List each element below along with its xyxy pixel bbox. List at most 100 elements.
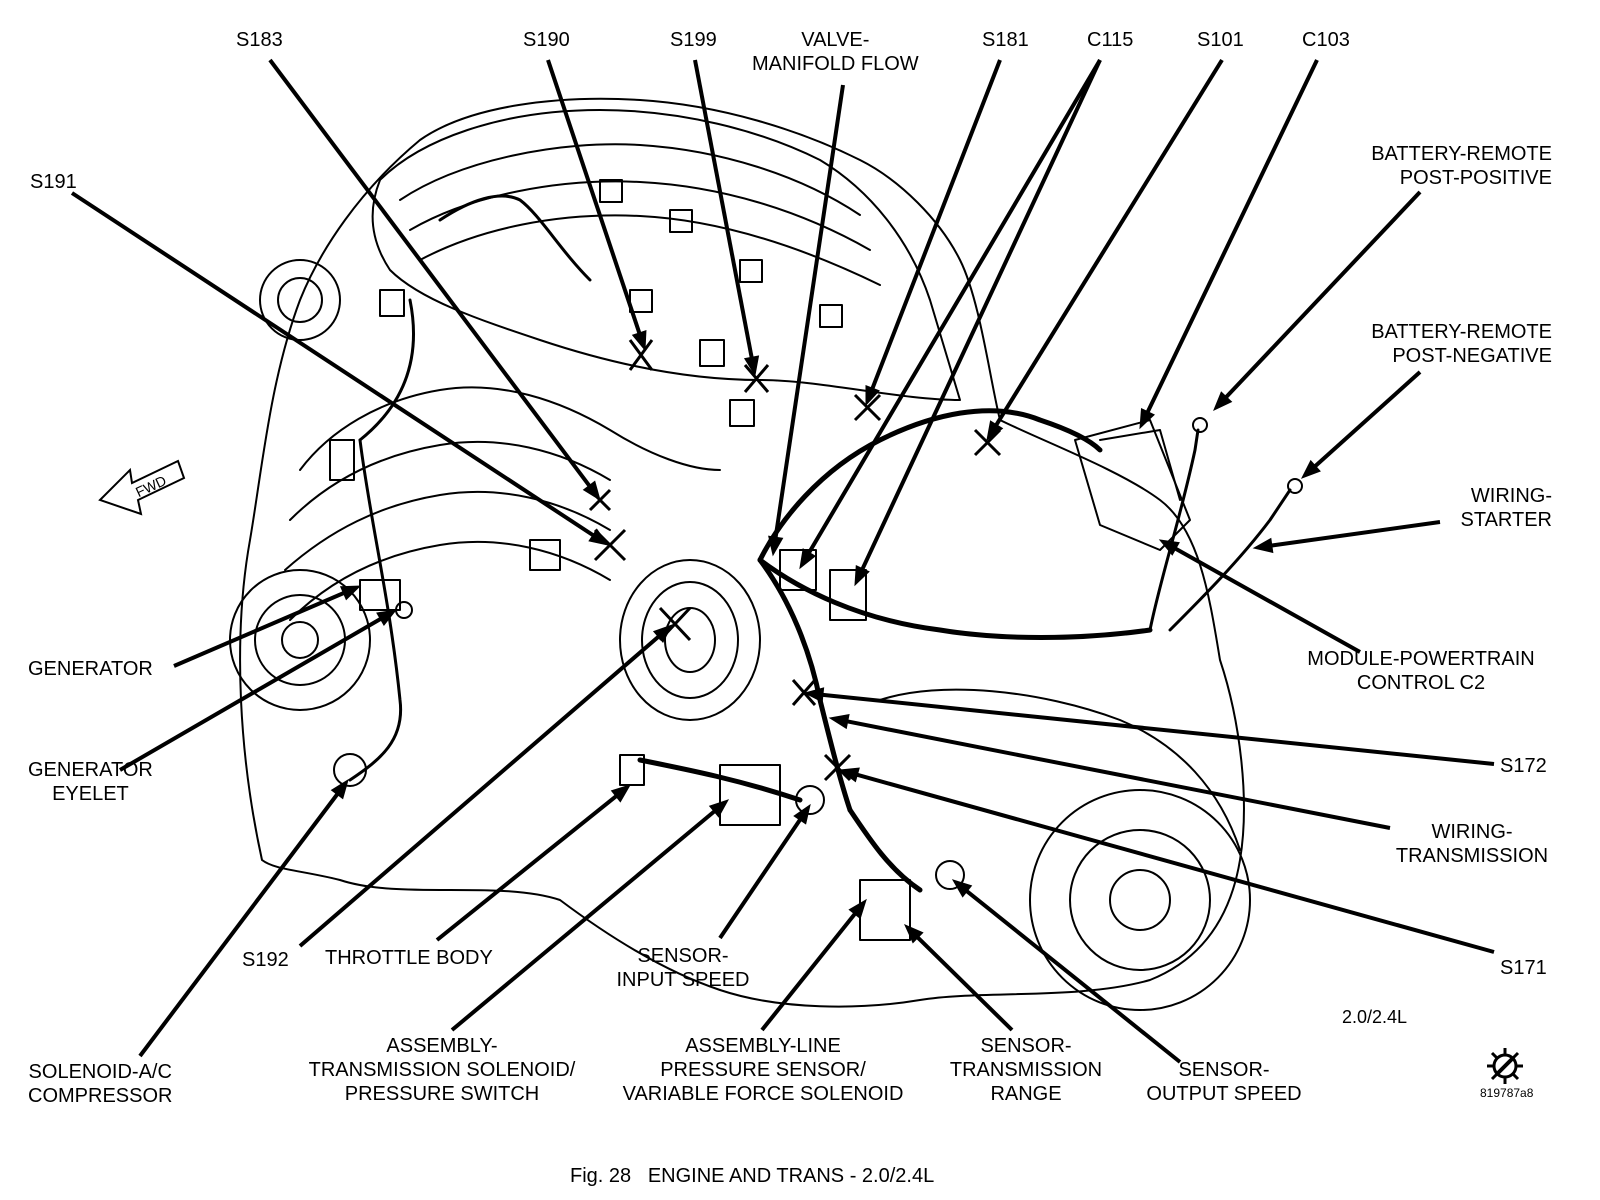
leader-line <box>1174 547 1361 654</box>
label-line: GENERATOR <box>28 759 153 781</box>
arrowhead <box>768 535 784 557</box>
splice-s101 <box>973 428 1002 457</box>
label-line: COMPRESSOR <box>28 1085 173 1107</box>
leader-line <box>760 912 857 1032</box>
label-line: OUTPUT SPEED <box>1146 1083 1302 1105</box>
connector <box>829 569 867 621</box>
arrowhead <box>1139 407 1155 430</box>
sensor-input-speed-body <box>795 785 825 815</box>
battery-cable-negative <box>1168 488 1292 632</box>
ac-solenoid-body <box>333 753 367 787</box>
leader-line <box>450 809 716 1032</box>
valve-cover <box>371 109 961 401</box>
arrowhead <box>854 564 870 587</box>
label-line: PRESSURE SWITCH <box>344 1083 540 1105</box>
main-harness <box>757 408 1103 563</box>
pcm-module <box>1074 419 1191 551</box>
connector <box>379 289 405 317</box>
leader-line <box>994 58 1224 426</box>
connector <box>669 209 693 233</box>
leader-line <box>965 889 1182 1064</box>
label-s181: S181 <box>982 29 1029 51</box>
label-battery-positive: BATTERY-REMOTE POST-POSITIVE <box>1320 142 1552 190</box>
leader-c115-a <box>799 58 1102 570</box>
leader-line <box>1271 520 1441 548</box>
connector <box>729 399 755 427</box>
label-wiring-starter: WIRING- STARTER <box>1420 484 1553 532</box>
splice-s190 <box>628 339 654 371</box>
connector <box>599 179 623 203</box>
label-line: WIRING- <box>1470 485 1552 507</box>
leader-sensor-input-speed <box>718 803 811 940</box>
leader-line <box>916 936 1014 1032</box>
leader-c103 <box>1139 59 1319 430</box>
label-s171: S171 <box>1500 957 1547 979</box>
leader-wiring-starter <box>1252 520 1441 554</box>
leader-line <box>860 59 1102 570</box>
label-assembly-trans-solenoid: ASSEMBLY- TRANSMISSION SOLENOID/ PRESSUR… <box>288 1034 596 1106</box>
pulley <box>259 259 341 341</box>
label-sensor-output-speed: SENSOR- OUTPUT SPEED <box>1134 1058 1314 1106</box>
label-line: ASSEMBLY- <box>386 1035 498 1057</box>
arrowhead <box>793 803 811 825</box>
connector <box>779 549 817 591</box>
arrowhead <box>986 420 1004 442</box>
label-line: WIRING- <box>1431 821 1513 843</box>
leader-s171 <box>838 767 1495 954</box>
label-valve-manifold-flow: VALVE- MANIFOLD FLOW <box>752 28 919 76</box>
leader-line <box>1145 59 1319 413</box>
label-generator: GENERATOR <box>28 658 153 680</box>
leader-assembly-trans-solenoid <box>450 799 730 1032</box>
label-solenoid-ac: SOLENOID-A/C COMPRESSOR <box>28 1060 172 1108</box>
label-s192: S192 <box>242 949 289 971</box>
arrowhead <box>582 480 601 502</box>
solenoid-assembly <box>719 764 781 826</box>
intake-manifold <box>299 386 721 471</box>
connector <box>819 304 843 328</box>
label-line: POST-POSITIVE <box>1399 167 1552 189</box>
leader-solenoid-ac <box>138 778 349 1058</box>
leader-s172 <box>803 687 1495 766</box>
splice-s172 <box>791 679 817 706</box>
label-c115: C115 <box>1087 29 1134 51</box>
leader-s181 <box>865 59 1002 407</box>
leader-line <box>1224 190 1422 399</box>
arrowhead <box>848 898 867 920</box>
arrowhead <box>828 713 850 730</box>
label-s199: S199 <box>670 29 717 51</box>
label-line: MANIFOLD FLOW <box>752 53 919 75</box>
label-sensor-input-speed: SENSOR- INPUT SPEED <box>606 944 760 992</box>
leader-module-powertrain <box>1158 539 1361 654</box>
leader-s183 <box>268 58 601 502</box>
label-line: SENSOR- <box>637 945 729 967</box>
line-pressure-assembly <box>859 879 911 941</box>
leader-wiring-transmission <box>828 713 1391 830</box>
connector <box>699 339 725 367</box>
label-line: PRESSURE SENSOR/ <box>660 1059 866 1081</box>
connector <box>329 439 355 481</box>
label-line: TRANSMISSION SOLENOID/ <box>308 1059 576 1081</box>
connector <box>629 289 653 313</box>
label-assembly-line-pressure: ASSEMBLY-LINE PRESSURE SENSOR/ VARIABLE … <box>600 1034 926 1106</box>
label-line: INPUT SPEED <box>616 969 750 991</box>
leader-assembly-line-pressure <box>760 898 867 1032</box>
label-throttle-body: THROTTLE BODY <box>325 947 493 969</box>
arrowhead <box>588 528 610 546</box>
arrowhead <box>1300 459 1321 479</box>
arrowhead <box>803 687 825 703</box>
leader-s190 <box>546 59 647 352</box>
label-line: VARIABLE FORCE SOLENOID <box>622 1083 904 1105</box>
leader-line <box>268 58 591 487</box>
leader-line <box>718 818 802 940</box>
leader-battery-negative <box>1300 370 1422 479</box>
fwd-arrow-label: FWD <box>133 472 169 500</box>
fwd-arrow: FWD <box>98 459 186 516</box>
label-battery-negative: BATTERY-REMOTE POST-NEGATIVE <box>1320 320 1552 368</box>
label-s190: S190 <box>523 29 570 51</box>
splice-s199 <box>743 364 770 393</box>
arrowhead <box>1213 391 1233 412</box>
label-line: TRANSMISSION <box>1395 845 1549 867</box>
leader-line <box>298 635 660 948</box>
label-s191: S191 <box>30 171 77 193</box>
leader-line <box>807 58 1102 554</box>
